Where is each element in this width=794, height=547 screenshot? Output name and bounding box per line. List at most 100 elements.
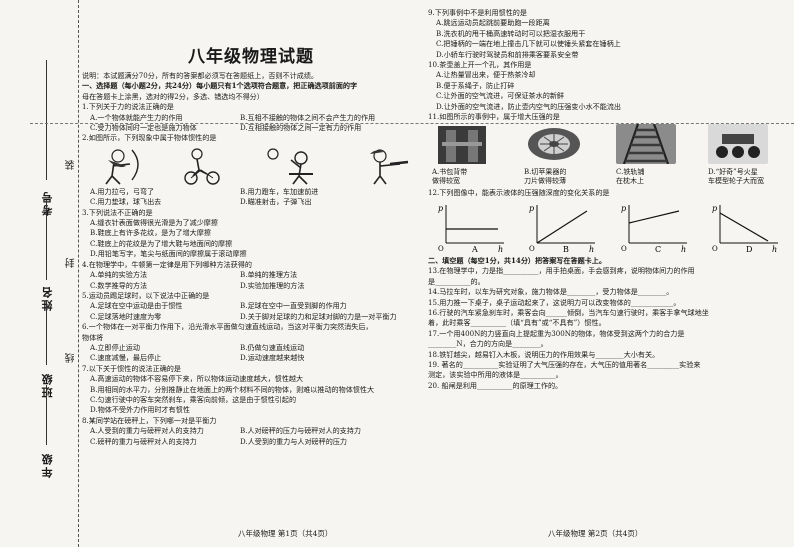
q11-caption-a1: A.书包背带 — [432, 168, 468, 177]
graph-c-label: C — [655, 245, 661, 253]
q11-stem: 11.如图所示的事例中，属于增大压强的是 — [428, 112, 560, 122]
q10-stem: 10.茶壶盖上开一个孔，其作用是 — [428, 60, 532, 70]
graph-b-h: h — [589, 245, 594, 253]
section1-heading: 一、选择题（每小题2分，共24分）每小题只有1个选项符合题意，把正确选项前面的字 — [82, 81, 358, 91]
q12-graphs: p O h A p O h B p O h C — [436, 201, 782, 253]
grade-line — [46, 385, 47, 445]
q1-option-a: A.一个物体就能产生力的作用 — [90, 112, 183, 122]
right-column: 9.下列事例中不是利用惯性的是 A.跳远运动员起跳前要助跑一段距离 B.洗衣机的… — [428, 8, 790, 391]
q16-line1: 16.行驶的汽车紧急刹车时，乘客会向______倾倒，当汽车匀速行驶时，乘客手拿… — [428, 307, 709, 317]
graph-d-p: p — [712, 204, 717, 213]
seal-char-1: 装 — [66, 160, 77, 170]
graph-b-label: B — [563, 245, 569, 253]
q10-option-c: C.让外面的空气流进，可保证茶水的新鲜 — [436, 91, 565, 101]
q19-line1: 19. 著名的__________实验证明了大气压强的存在，大气压的值用著名__… — [428, 359, 701, 369]
seal-char-2: 封 — [66, 258, 77, 268]
q7-option-b: B.用相同的水平力，分别推静止在地面上的两个材料不同的物体，则难以推动的物体惯性… — [90, 384, 375, 394]
graph-d-h: h — [772, 245, 777, 253]
graph-b: p O h B — [529, 204, 596, 253]
q11-caption-b2: 刀片做得较薄 — [524, 177, 566, 186]
q3-option-c: C.鞋底上的花纹是为了增大鞋与地面间的摩擦 — [90, 238, 233, 248]
q1-option-c: C.受力物体同时一定也是施力物体 — [90, 123, 197, 133]
graph-c-p: p — [621, 204, 626, 213]
q5-option-b: B.足球在空中一直受到脚的作用力 — [240, 301, 347, 311]
q3-stem: 3.下列说法不正确的是 — [82, 207, 153, 217]
q6-option-c: C.速度减慢，最后停止 — [90, 353, 162, 363]
q8-option-d: D.人受到的重力与人对磅秤的压力 — [240, 436, 348, 446]
q5-option-a: A.足球在空中运动是由于惯性 — [90, 301, 183, 311]
q8-option-a: A.人受到的重力与磅秤对人的支持力 — [90, 426, 204, 436]
q11-figures: A.书包背带 做得较宽 B.切苹果器的 刀片做得较薄 — [432, 124, 790, 186]
cyclist-cartoon-image — [184, 148, 221, 185]
q11-figure-c: C.铁轨铺 在枕木上 — [616, 124, 698, 186]
q11-caption-a2: 做得较宽 — [432, 177, 460, 186]
q6-stem-cont: 物体将 — [82, 332, 104, 342]
q7-stem: 7.以下关于惯性的说法正确的是 — [82, 363, 181, 373]
graph-c-origin: O — [621, 245, 627, 253]
apple-cutter-photo — [528, 128, 580, 161]
q3-option-d: D.用铅笔写字，笔尖与纸面间的摩擦属于滚动摩擦 — [90, 249, 247, 259]
section2-heading: 二、填空题（每空1分，共14分）把答案写在答题卡上。 — [428, 255, 606, 265]
name-line — [46, 200, 47, 280]
archer-cartoon-image — [105, 149, 139, 185]
name-label: 姓名 — [41, 285, 54, 311]
q5-stem: 5.运动员踢足球时，以下说法中正确的是 — [82, 290, 210, 300]
q19-line2: 测定，该实验中所用的液体是__________。 — [428, 370, 563, 380]
q8-stem: 8.某同学站在磅秤上，下列哪一对是平衡力 — [82, 415, 217, 425]
q11-figure-a: A.书包背带 做得较宽 — [432, 124, 514, 186]
seal-char-3: 线 — [66, 353, 77, 363]
fold-line — [30, 123, 794, 124]
graph-a-h: h — [498, 245, 503, 253]
grade-label: 年级 — [41, 452, 54, 478]
railway-track-photo — [616, 124, 676, 165]
q6-option-b: B.仍做匀速直线运动 — [240, 342, 305, 352]
graph-c-h: h — [681, 245, 686, 253]
q9-stem: 9.下列事例中不是利用惯性的是 — [428, 8, 527, 17]
q2-option-b: B.用力蹬车，车加速前进 — [240, 186, 319, 196]
exam-no-label: 考号 — [41, 190, 54, 216]
q18-line: 18.铁钉越尖，越易钉入木板，说明压力的作用效果与________大小有关。 — [428, 349, 660, 359]
graph-d-label: D — [746, 245, 752, 253]
q15-line: 15.用力推一下桌子，桌子运动起来了，这说明力可以改变物体的__________… — [428, 297, 681, 307]
q17-line2: ________N，合力的方向是________。 — [428, 339, 548, 349]
q12-stem: 12.下列图像中，能表示液体的压强随深度的变化关系的是 — [428, 188, 610, 198]
q11-caption-c1: C.铁轨铺 — [616, 168, 645, 177]
class-label: 班级 — [41, 372, 54, 398]
graph-b-p: p — [529, 204, 534, 213]
graph-b-origin: O — [529, 245, 535, 253]
q6-stem: 6.一个物体在一对平衡力作用下，沿光滑水平面做匀速直线运动，当这对平衡力突然消失… — [82, 322, 373, 332]
q10-option-b: B.便于系绳子，防止打碎 — [436, 80, 515, 90]
q11-caption-d1: D.“好奇”号火星 — [708, 168, 758, 177]
q9-option-d: D.小轿车行驶时驾驶员和前排乘客要系安全带 — [436, 49, 579, 59]
page-footer-right: 八年级物理 第2页（共4页） — [548, 529, 643, 538]
class-line — [46, 300, 47, 365]
q1-stem: 1.下列关于力的说法正确的是 — [82, 102, 174, 112]
q7-option-a: A.高速运动的物体不容易停下来，所以物体运动速度越大，惯性越大 — [90, 374, 304, 384]
q1-option-b: B.互相不接触的物体之间不会产生力的作用 — [240, 112, 376, 122]
q16-line2: 着，此时乘客__________（填“具有”或“不具有”）惯性。 — [428, 318, 606, 328]
q2-stem: 2.如图所示，下列现象中属于物体惯性的是 — [82, 133, 217, 143]
graph-a: p O h A — [438, 204, 504, 253]
q8-option-c: C.磅秤的重力与磅秤对人的支持力 — [90, 436, 197, 446]
q7-option-d: D.物体不受外力作用时才有惯性 — [90, 405, 190, 415]
q20-line: 20. 船闸是利用__________的原理工作的。 — [428, 380, 563, 390]
backpack-photo — [438, 126, 486, 165]
q11-caption-d2: 车模型轮子大而宽 — [708, 177, 764, 186]
shooter-cartoon-image — [369, 149, 409, 185]
q9-option-c: C.把锤柄的一端在地上撞击几下就可以使锤头紧套在锤柄上 — [436, 39, 621, 49]
q11-caption-b1: B.切苹果器的 — [524, 168, 567, 177]
graph-a-p: p — [438, 204, 443, 213]
q2-option-d: D.瞄准射击，子弹飞出 — [240, 197, 312, 207]
q10-option-d: D.让外面的空气流进，防止壶内空气的压强变小水不能流出 — [436, 101, 622, 111]
section1-heading-cont: 母在答题卡上涂黑，选对的得2分，多选、错选均不得分） — [82, 91, 264, 101]
q11-figure-b: B.切苹果器的 刀片做得较薄 — [524, 124, 606, 186]
graph-d: p O h D — [712, 204, 778, 253]
graph-a-label: A — [471, 245, 478, 253]
q11-figure-d: D.“好奇”号火星 车模型轮子大而宽 — [708, 124, 790, 186]
q3-option-a: A.缝衣针表面做得很光滑是为了减少摩擦 — [90, 218, 218, 228]
q10-option-a: A.让热量冒出来，便于热茶冷却 — [436, 70, 536, 80]
binding-strip: 考号 姓名 班级 年级 装 封 线 — [0, 0, 79, 547]
mars-rover-photo — [708, 124, 768, 165]
q13-line2: 是__________的。 — [428, 276, 485, 286]
